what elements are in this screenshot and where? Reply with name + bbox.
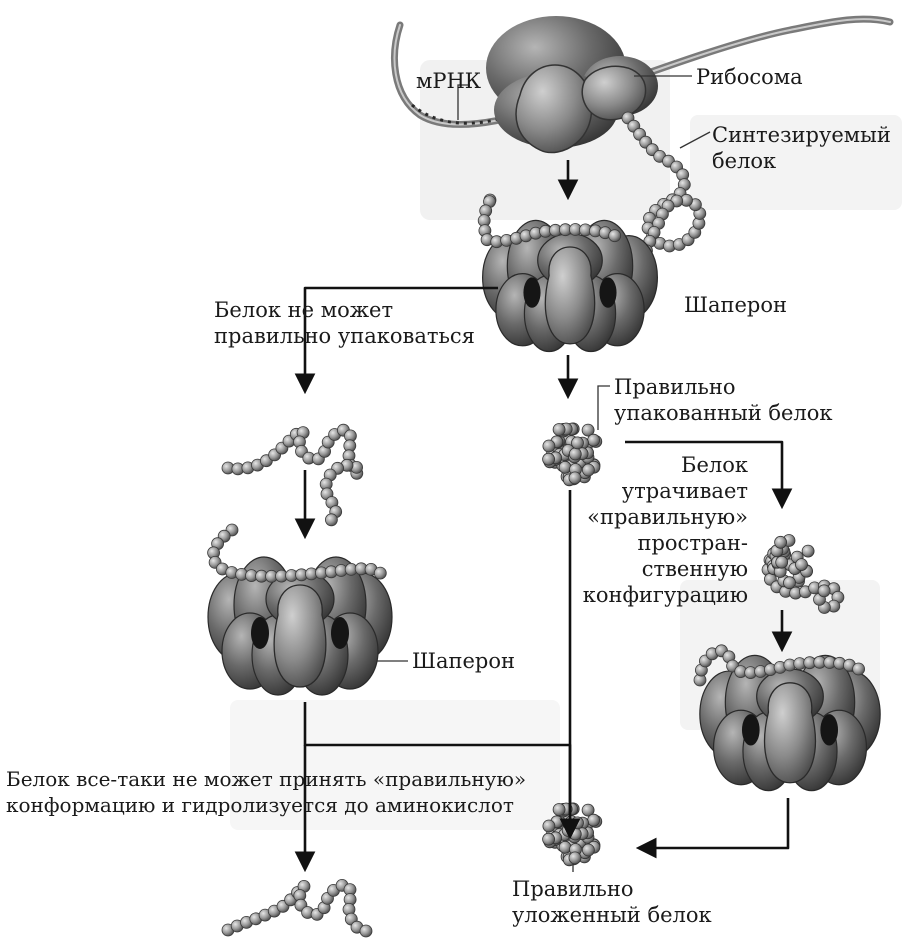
chaperone-cavity (599, 277, 616, 307)
amino-acid-bead (559, 841, 571, 853)
amino-acid-bead (553, 424, 565, 436)
nascent-protein-label-line-1: Синтезируемый (712, 122, 891, 148)
amino-acid-bead (588, 434, 600, 446)
chaperone-cavity (331, 617, 349, 649)
chaperone-center (545, 247, 594, 344)
hydrolysis-label-line-2: конформацию и гидролизуется до аминокисл… (6, 792, 526, 818)
correctly-folded-label-line-1: Правильно (512, 876, 712, 902)
amino-acid-bead (572, 817, 584, 829)
cannot-fold-label-line-1: Белок не может (214, 297, 475, 323)
amino-acid-bead (543, 440, 555, 452)
amino-acid-bead (543, 833, 555, 845)
hydrolysis-label: Белок все-таки не может принять «правиль… (6, 766, 526, 818)
arrow-right-chaperone-to-folded (640, 798, 788, 848)
amino-acid-bead (543, 453, 555, 465)
amino-acid-bead (853, 663, 865, 675)
unfolded-protein-chain-left (222, 424, 363, 526)
chaperone-right (700, 655, 880, 790)
amino-acid-bead (569, 852, 581, 864)
chaperone-cavity (820, 714, 838, 745)
hydrolysed-protein-chain (222, 879, 372, 937)
loses-configuration-line-1: Белок (572, 452, 748, 478)
chaperone-center (765, 683, 816, 783)
loses-configuration-line-3: «правильную» (572, 504, 748, 530)
correctly-folded-label-line-2: уложенный белок (512, 902, 712, 928)
chaperone-center (274, 585, 326, 687)
protein-chain-on-left-chaperone (208, 524, 387, 582)
amino-acid-bead (802, 545, 814, 557)
loses-configuration-line-5: ственную (572, 556, 748, 582)
nascent-protein-label-line-2: белок (712, 148, 891, 174)
correctly-packed-label-line-2: упакованный белок (614, 400, 833, 426)
amino-acid-bead (784, 577, 796, 589)
amino-acid-bead (543, 820, 555, 832)
amino-acid-bead (775, 536, 787, 548)
ribosome-label: Рибосома (696, 64, 803, 90)
cannot-fold-label: Белок не может правильно упаковаться (214, 297, 475, 349)
loses-configuration-line-2: утрачивает (572, 478, 748, 504)
amino-acid-bead (776, 556, 788, 568)
chaperone-top-label: Шаперон (684, 292, 787, 318)
amino-acid-bead (588, 814, 600, 826)
amino-acid-bead (553, 804, 565, 816)
correctly-packed-label: Правильно упакованный белок (614, 374, 833, 426)
cannot-fold-label-line-2: правильно упаковаться (214, 323, 475, 349)
mrna-label: мРНК (416, 68, 481, 94)
loses-configuration-line-4: простран- (572, 530, 748, 556)
amino-acid-bead (572, 437, 584, 449)
loses-configuration-line-6: конфигурацию (572, 582, 748, 608)
amino-acid-bead (374, 567, 386, 579)
chaperone-cavity (251, 617, 269, 649)
amino-acid-bead (360, 925, 372, 937)
amino-acid-bead (796, 559, 808, 571)
chaperone-cavity (523, 277, 540, 307)
nascent-protein-label: Синтезируемый белок (712, 122, 891, 174)
amino-acid-bead (609, 230, 621, 242)
loses-configuration-label: Белок утрачивает «правильную» простран- … (572, 452, 748, 608)
correctly-packed-label-line-1: Правильно (614, 374, 833, 400)
chaperone-cavity (742, 714, 760, 745)
amino-acid-bead (559, 461, 571, 473)
amino-acid-bead (818, 585, 830, 597)
chaperone-left-label: Шаперон (412, 648, 515, 674)
correctly-folded-label: Правильно уложенный белок (512, 876, 712, 928)
amino-acid-bead (582, 844, 594, 856)
amino-acid-bead (325, 514, 337, 526)
hydrolysis-label-line-1: Белок все-таки не может принять «правиль… (6, 766, 526, 792)
